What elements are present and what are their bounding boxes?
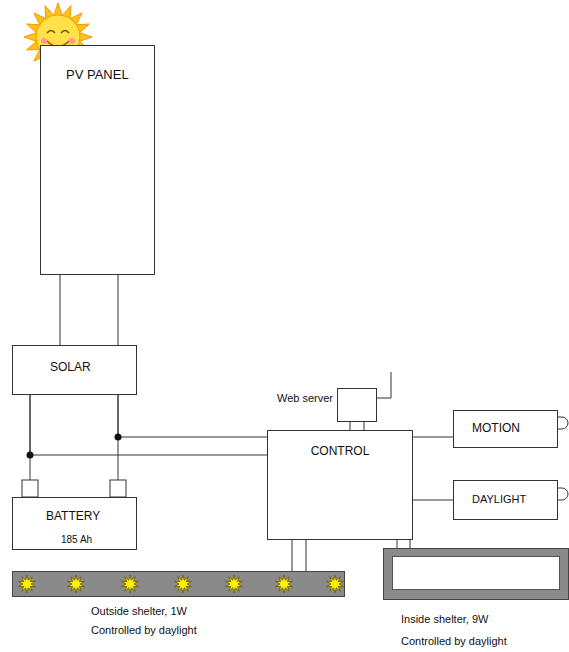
node-label: 185 Ah — [61, 534, 92, 546]
led-strip-band — [12, 571, 345, 597]
sun-cheek — [41, 38, 47, 44]
wire — [60, 275, 118, 345]
led-star — [225, 575, 242, 593]
node-label: CONTROL — [268, 445, 412, 459]
wire — [350, 422, 364, 430]
wire — [413, 500, 453, 501]
wire — [397, 540, 410, 548]
led-star — [121, 575, 138, 593]
led-star — [18, 575, 35, 593]
motion-sensor-box: MOTION — [453, 410, 558, 448]
led-star — [67, 575, 84, 593]
wire — [292, 540, 306, 571]
node-label: PV PANEL — [66, 68, 129, 83]
battery-terminal — [22, 480, 38, 497]
wire — [30, 395, 118, 480]
antenna — [377, 372, 391, 398]
led-star — [275, 575, 292, 593]
node-label: MOTION — [472, 422, 520, 436]
battery-terminal — [110, 480, 126, 497]
battery-box: BATTERY 185 Ah — [12, 497, 137, 550]
junction-dot — [115, 434, 122, 441]
charge-controller-box: SOLAR — [12, 345, 137, 395]
led-stars — [18, 575, 343, 593]
daylight-sensor-box: DAYLIGHT — [453, 480, 558, 520]
pv-panel-box: PV PANEL — [40, 45, 155, 275]
caption-text: Controlled by daylight — [401, 635, 507, 648]
control-box: CONTROL — [267, 430, 413, 540]
node-label: SOLAR — [50, 361, 91, 375]
caption-text: Inside shelter, 9W — [401, 613, 488, 626]
wire — [413, 437, 453, 438]
light-diffuser — [392, 556, 560, 590]
junction-dot — [27, 452, 34, 459]
sun-eyes — [47, 31, 69, 34]
daylight-sensor — [558, 488, 568, 500]
node-label: Web server — [277, 392, 333, 405]
web-server-box: Web server — [337, 388, 377, 422]
sun-cheek — [69, 38, 75, 44]
outside-light-strip: Outside shelter, 1WControlled by dayligh… — [12, 571, 345, 597]
caption-text: Outside shelter, 1W — [91, 605, 187, 618]
motion-sensor — [558, 417, 568, 429]
caption-text: Controlled by daylight — [91, 624, 197, 637]
inside-light-panel: Inside shelter, 9WControlled by daylight — [383, 548, 569, 600]
node-label: DAYLIGHT — [472, 493, 526, 506]
led-star — [326, 575, 343, 593]
wire — [30, 395, 267, 455]
node-label: BATTERY — [46, 510, 100, 524]
led-star — [174, 575, 191, 593]
